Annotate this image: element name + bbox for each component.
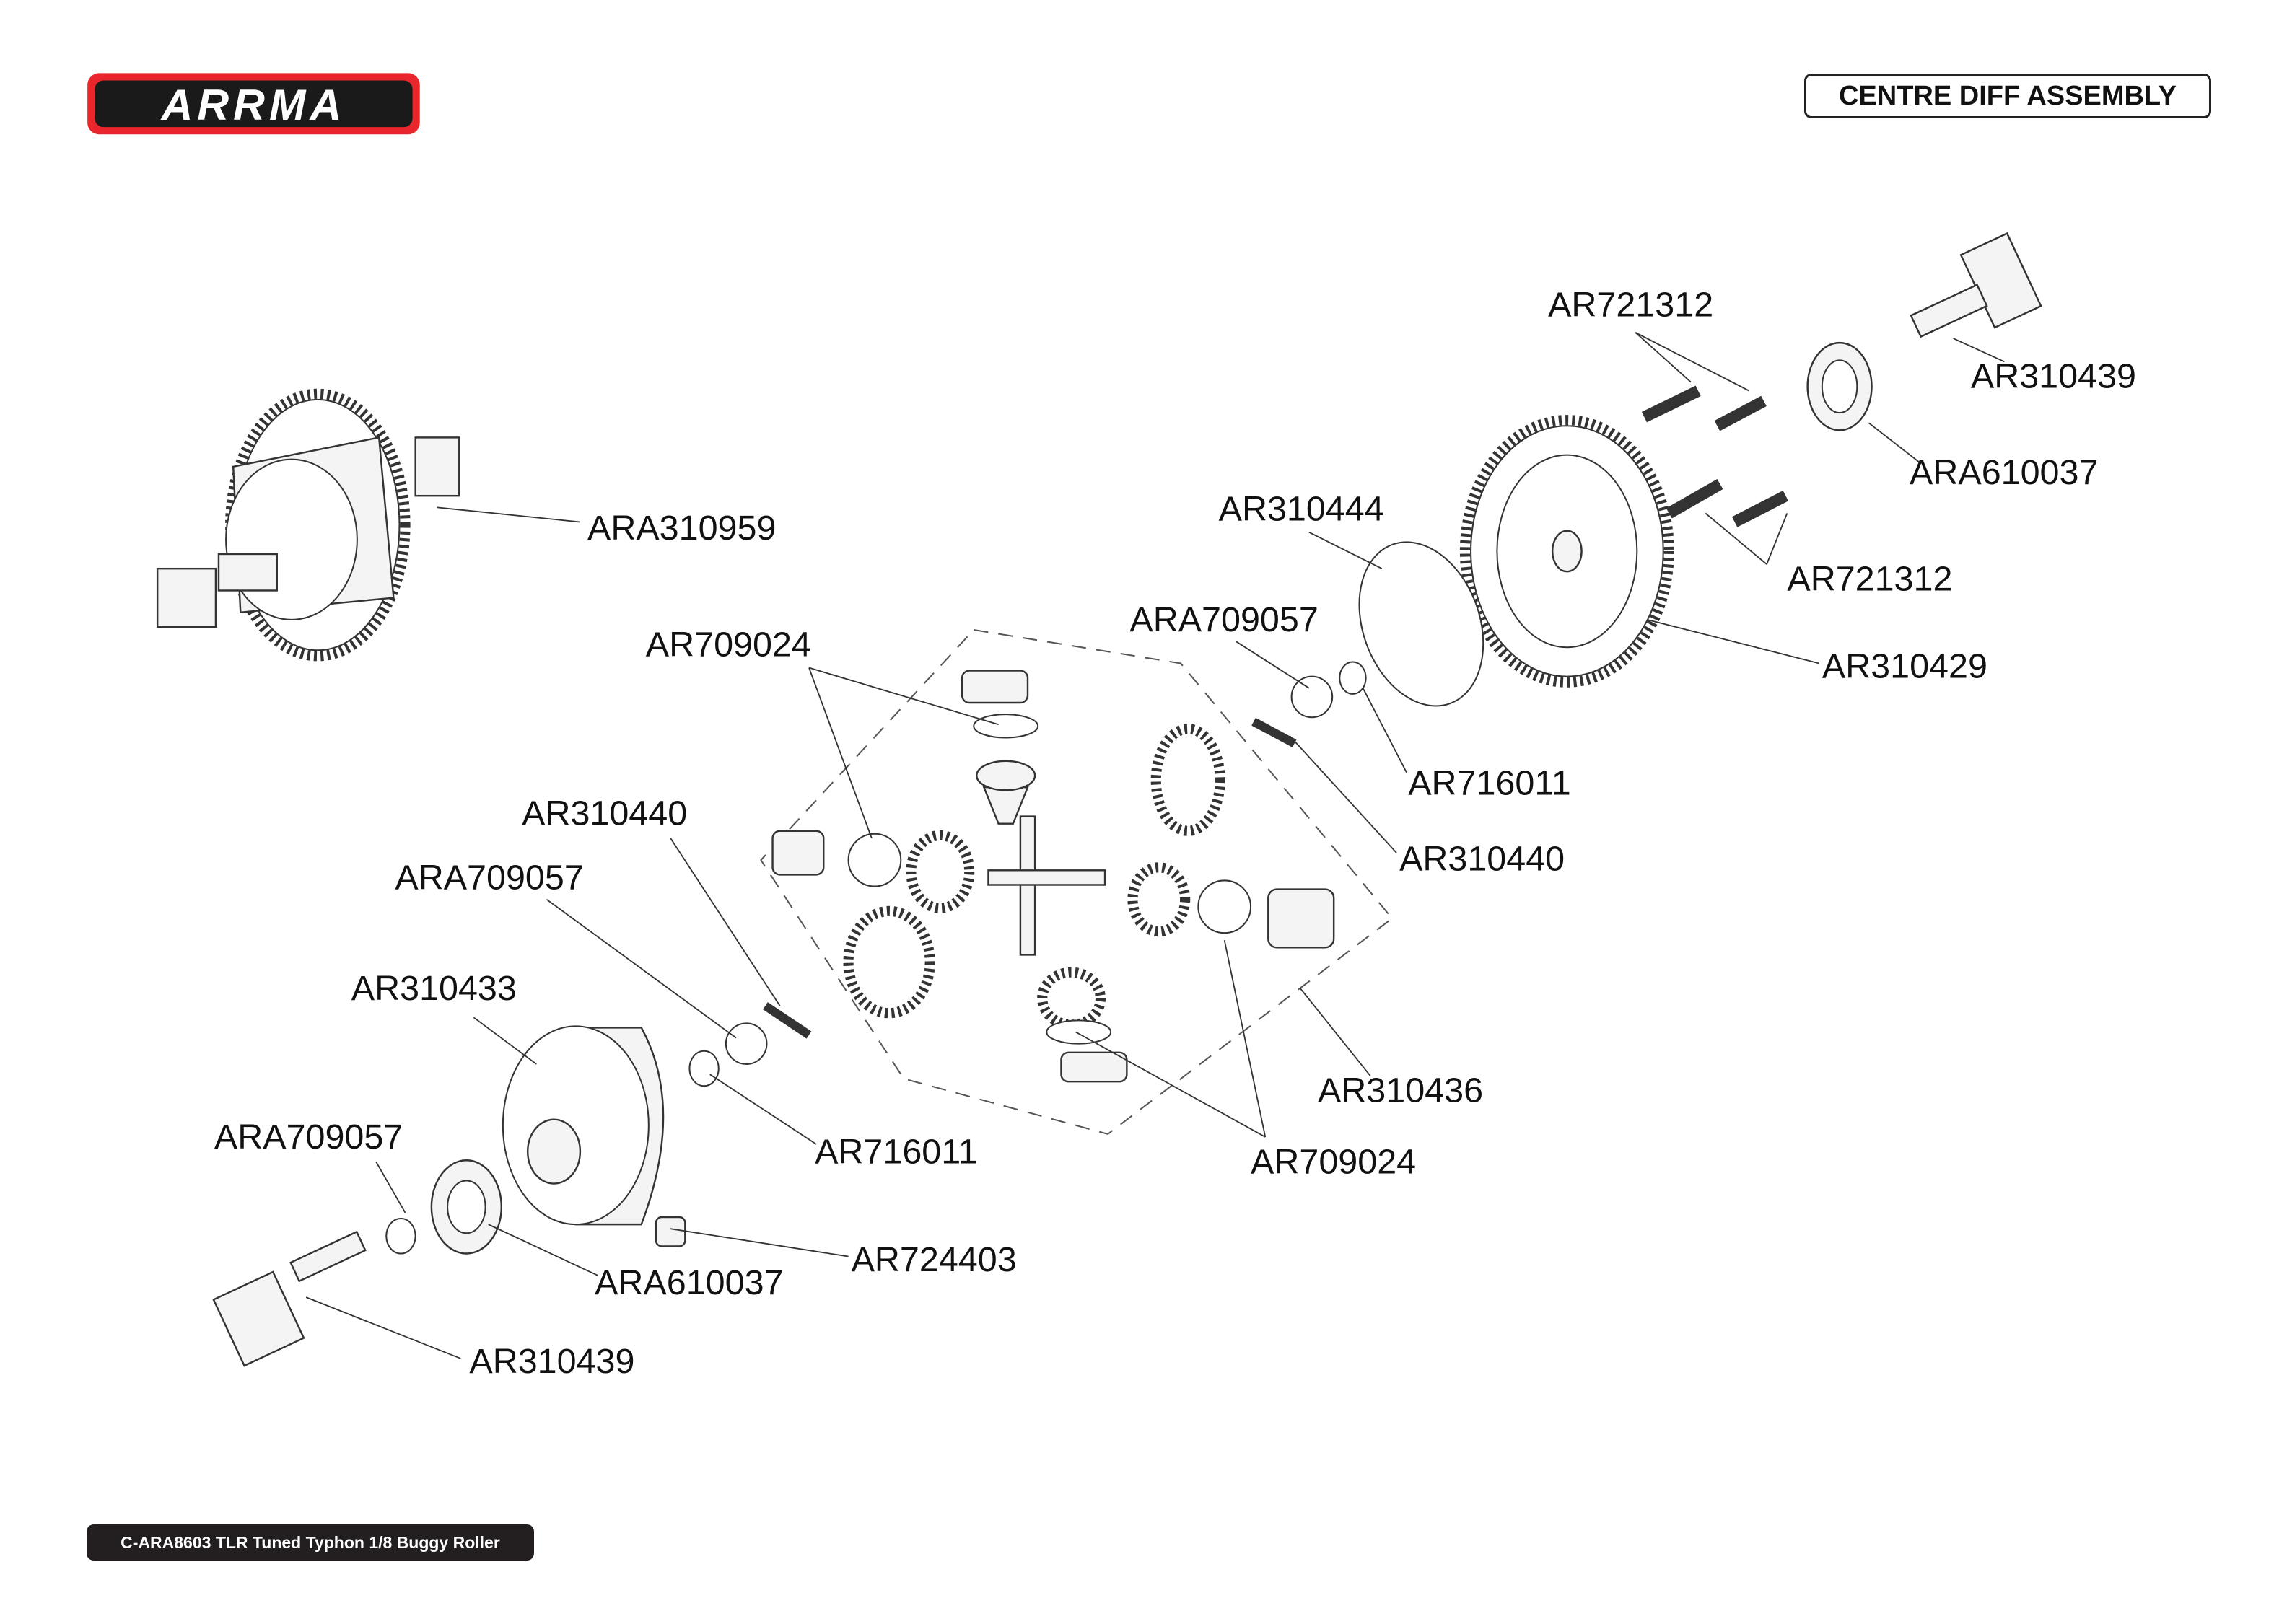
- part-label: ARA610037: [1910, 453, 2098, 492]
- screws: [1641, 385, 1789, 527]
- model-footer: C-ARA8603 TLR Tuned Typhon 1/8 Buggy Rol…: [87, 1524, 534, 1561]
- logo-text: ARRMA: [160, 80, 346, 129]
- assembled-centre-diff: [156, 388, 460, 662]
- outdrive-right: [1910, 232, 2042, 338]
- part-label: AR310429: [1822, 647, 1987, 686]
- part-label: AR310436: [1318, 1071, 1483, 1110]
- part-labels: ARA310959 AR721312 AR310439 ARA610037 AR…: [214, 286, 2136, 1381]
- part-label: AR709024: [646, 625, 811, 664]
- leader-lines: [305, 332, 2005, 1359]
- part-label: AR310444: [1219, 490, 1384, 529]
- arrma-logo: ARRMA: [87, 73, 420, 135]
- part-label: ARA709057: [214, 1118, 403, 1156]
- diff-internals: [688, 661, 1367, 1087]
- diff-housing-outline: [760, 628, 1394, 1135]
- part-label: AR310433: [351, 969, 517, 1008]
- part-label: AR310439: [1971, 357, 2136, 396]
- part-label: AR716011: [1408, 763, 1570, 802]
- diff-gasket: [1358, 541, 1484, 707]
- part-label: AR310440: [522, 794, 687, 833]
- part-label: AR721312: [1548, 286, 1713, 325]
- part-label: AR310439: [469, 1342, 634, 1381]
- part-label: ARA310959: [587, 509, 776, 548]
- part-label: ARA610037: [595, 1263, 783, 1302]
- part-label: AR721312: [1787, 559, 1952, 598]
- diff-case: [212, 1025, 686, 1367]
- part-label: ARA709057: [1129, 600, 1318, 639]
- part-label: AR724403: [852, 1240, 1017, 1279]
- spur-gear: [1459, 415, 1674, 688]
- page-title: CENTRE DIFF ASSEMBLY: [1804, 74, 2211, 118]
- part-label: AR709024: [1251, 1142, 1416, 1181]
- part-label: ARA709057: [395, 859, 583, 897]
- part-label: AR716011: [815, 1132, 977, 1171]
- part-label: AR310440: [1399, 839, 1565, 878]
